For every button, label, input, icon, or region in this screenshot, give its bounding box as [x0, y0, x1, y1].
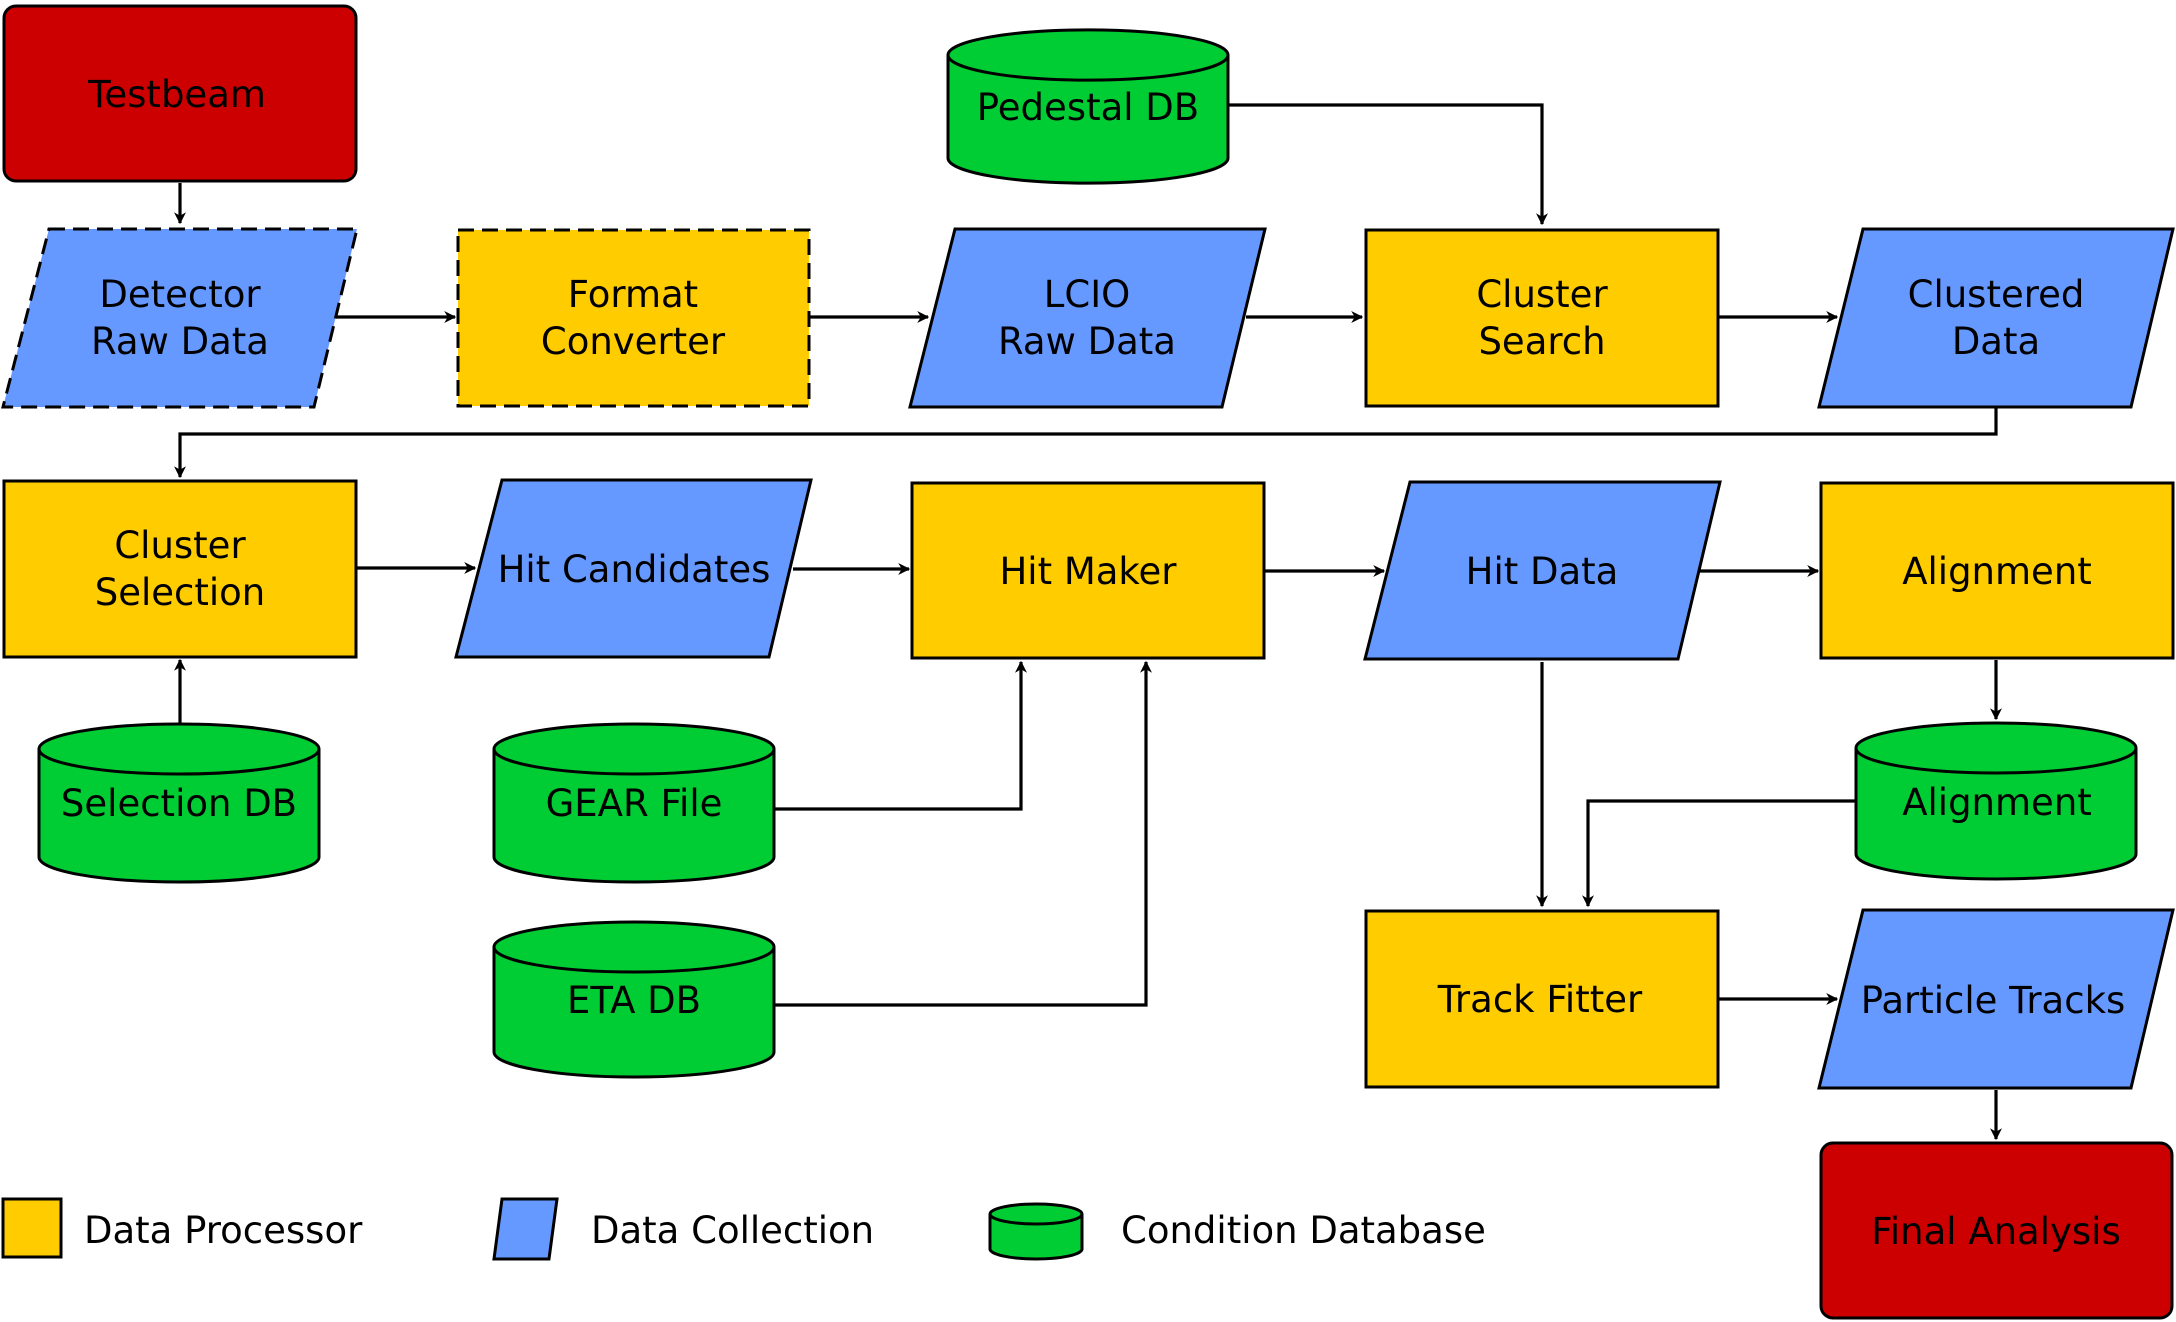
flow-nodes: Testbeam Detector Raw Data Format Conver… — [1, 4, 2175, 1320]
pedestal-db-label: Pedestal DB — [977, 86, 1199, 129]
testbeam-box — [2, 4, 358, 183]
cluster-selection-label-line2: Selection — [95, 571, 266, 614]
hit-candidates-node: Hit Candidates — [454, 478, 813, 659]
flow-edges — [174, 103, 2002, 1141]
gear-file-cylinder-rim — [492, 748, 776, 776]
testbeam-label: Testbeam — [87, 73, 266, 116]
hit-maker-node: Hit Maker — [910, 481, 1266, 660]
alignment-processor-box — [1819, 481, 2175, 660]
lcio-raw-data-label-line2: Raw Data — [998, 320, 1176, 363]
selection-db-cylinder-rim — [37, 748, 321, 776]
hit-maker-box — [910, 481, 1266, 660]
clustered-data-label-line1: Clustered — [1908, 273, 2085, 316]
eta-db-cylinder — [492, 920, 776, 1079]
eta-db-label: ETA DB — [567, 979, 701, 1022]
alignment-db-cylinder — [1854, 721, 2138, 881]
gear-file-label: GEAR File — [546, 782, 723, 825]
format-converter-node: Format Converter — [456, 228, 811, 408]
final-analysis-node: Final Analysis — [1819, 1141, 2174, 1320]
clustered-data-label-line2: Data — [1952, 320, 2040, 363]
cluster-selection-node: Cluster Selection — [2, 479, 358, 659]
legend: Data Processor Data Collection Condition… — [1, 1197, 1486, 1261]
alignment-processor-label: Alignment — [1902, 550, 2092, 593]
legend-collection-label: Data Collection — [591, 1209, 874, 1252]
edge-eta-db-to-hit-maker — [774, 660, 1152, 1007]
eta-db-node: ETA DB — [492, 920, 776, 1079]
format-converter-label-line1: Format — [568, 273, 698, 316]
hit-data-label: Hit Data — [1466, 550, 1619, 593]
detector-raw-data-node: Detector Raw Data — [1, 227, 359, 409]
edge-alignment-db-to-track-fitter — [1582, 799, 1856, 908]
edge-gear-file-to-hit-maker — [774, 660, 1027, 811]
edge-clustered-data-to-cluster-selection — [174, 408, 1998, 479]
detector-raw-data-parallelogram — [1, 227, 359, 409]
cluster-selection-box — [2, 479, 358, 659]
clustered-data-node: Clustered Data — [1817, 227, 2175, 409]
gear-file-node: GEAR File — [492, 722, 776, 884]
final-analysis-label: Final Analysis — [1871, 1210, 2120, 1253]
hit-data-node: Hit Data — [1363, 480, 1722, 661]
hit-maker-label: Hit Maker — [999, 550, 1177, 593]
particle-tracks-label: Particle Tracks — [1861, 979, 2126, 1022]
clustered-data-parallelogram — [1817, 227, 2175, 409]
hit-data-parallelogram — [1363, 480, 1722, 661]
alignment-db-node: Alignment — [1854, 721, 2138, 881]
legend-database-swatch — [988, 1202, 1084, 1261]
hit-candidates-parallelogram — [454, 478, 813, 659]
lcio-raw-data-node: LCIO Raw Data — [908, 227, 1267, 409]
format-converter-label-line2: Converter — [541, 320, 726, 363]
legend-database-swatch-rim — [988, 1213, 1084, 1226]
pedestal-db-cylinder-rim — [946, 54, 1230, 82]
legend-processor-label: Data Processor — [84, 1209, 363, 1252]
alignment-db-cylinder-rim — [1854, 747, 2138, 775]
selection-db-node: Selection DB — [37, 722, 321, 884]
cluster-search-label-line2: Search — [1478, 320, 1605, 363]
cluster-selection-label-line1: Cluster — [114, 524, 246, 567]
gear-file-cylinder — [492, 722, 776, 884]
particle-tracks-node: Particle Tracks — [1817, 908, 2175, 1090]
edge-pedestal-db-to-cluster-search — [1228, 103, 1548, 226]
selection-db-label: Selection DB — [61, 782, 297, 825]
cluster-search-node: Cluster Search — [1364, 228, 1720, 408]
lcio-raw-data-parallelogram — [908, 227, 1267, 409]
final-analysis-box — [1819, 1141, 2174, 1320]
selection-db-cylinder — [37, 722, 321, 884]
legend-collection-swatch — [492, 1197, 559, 1261]
track-fitter-box — [1364, 909, 1720, 1089]
cluster-search-label-line1: Cluster — [1476, 273, 1608, 316]
pedestal-db-cylinder — [946, 28, 1230, 185]
hit-candidates-label: Hit Candidates — [498, 548, 771, 591]
eta-db-cylinder-rim — [492, 946, 776, 974]
track-fitter-node: Track Fitter — [1364, 909, 1720, 1089]
legend-processor-swatch — [1, 1197, 63, 1259]
detector-raw-data-label-line2: Raw Data — [91, 320, 269, 363]
alignment-db-label: Alignment — [1902, 781, 2092, 824]
pedestal-db-node: Pedestal DB — [946, 28, 1230, 185]
particle-tracks-parallelogram — [1817, 908, 2175, 1090]
alignment-processor-node: Alignment — [1819, 481, 2175, 660]
track-fitter-label: Track Fitter — [1437, 978, 1643, 1021]
testbeam-node: Testbeam — [2, 4, 358, 183]
format-converter-box — [456, 228, 811, 408]
legend-database-label: Condition Database — [1121, 1209, 1486, 1252]
lcio-raw-data-label-line1: LCIO — [1044, 273, 1130, 316]
cluster-search-box — [1364, 228, 1720, 408]
detector-raw-data-label-line1: Detector — [99, 273, 261, 316]
